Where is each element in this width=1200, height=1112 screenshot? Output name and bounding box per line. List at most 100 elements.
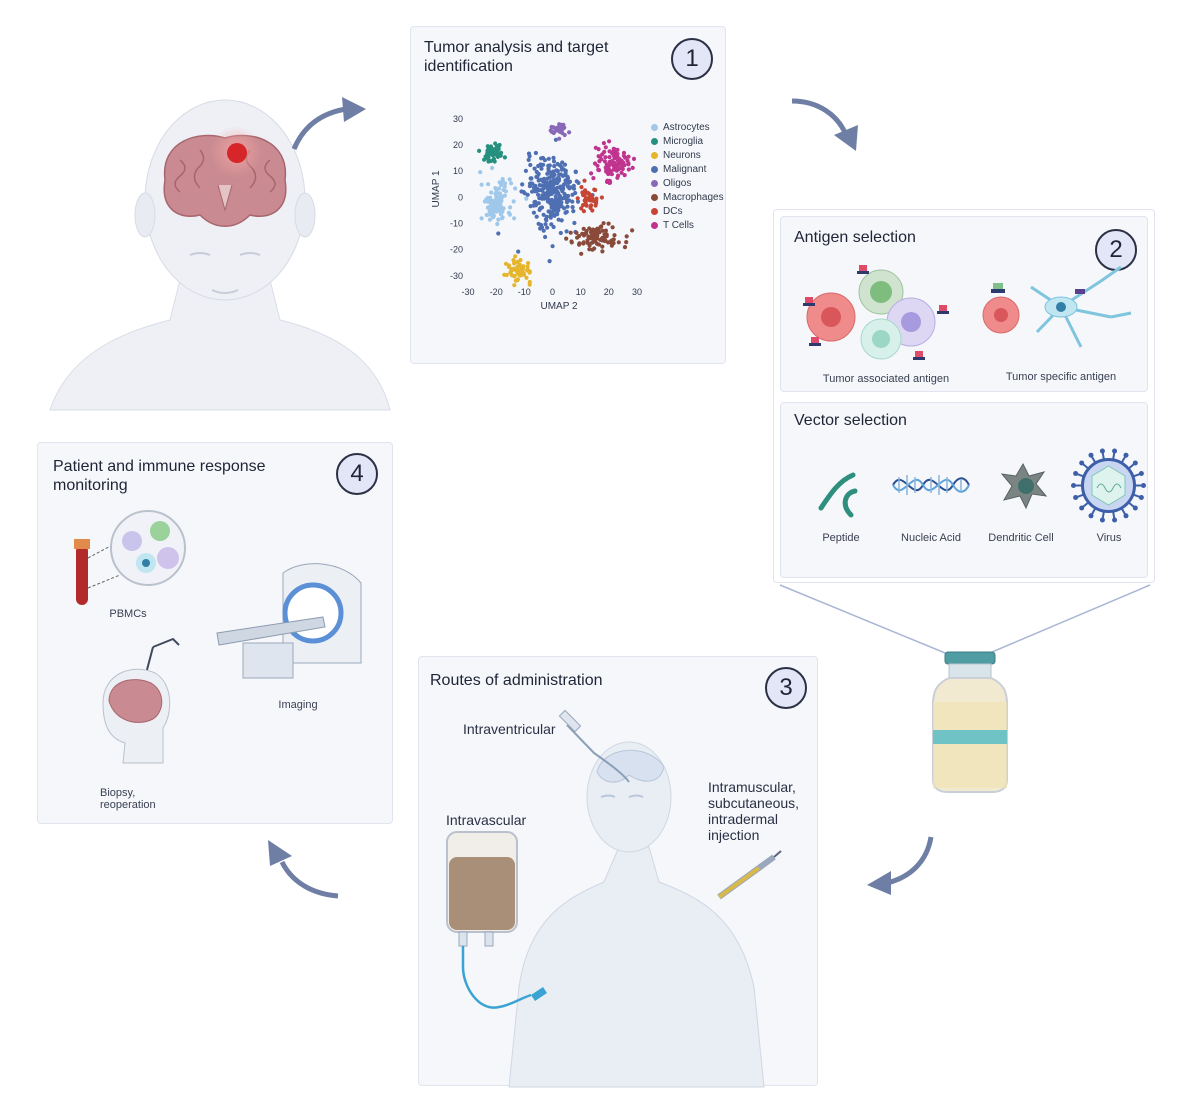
scatter-point [527, 269, 532, 274]
scatter-point [493, 186, 498, 191]
scatter-point [540, 188, 545, 193]
scatter-point [487, 212, 492, 217]
imaging-label: Imaging [278, 699, 318, 711]
scatter-point [484, 197, 489, 202]
scatter-point [581, 203, 586, 208]
scatter-point [577, 241, 582, 246]
scatter-point [624, 234, 629, 239]
injection-label: Intramuscular, subcutaneous, intradermal… [708, 779, 799, 843]
scatter-point [511, 258, 516, 263]
scatter-point [549, 124, 554, 130]
scatter-point [593, 145, 598, 150]
scatter-point [612, 147, 617, 152]
scatter-point [563, 210, 568, 215]
scatter-point [579, 251, 584, 256]
scatter-point [499, 198, 504, 203]
x-tick-label: -10 [518, 287, 531, 297]
injection-label-line: subcutaneous, [708, 795, 800, 811]
scatter-point [606, 240, 611, 245]
scatter-point [625, 158, 630, 163]
vector-selection-title: Vector selection [794, 412, 907, 429]
scatter-point [493, 191, 498, 197]
scatter-point [612, 156, 617, 161]
scatter-point [546, 168, 551, 173]
scatter-point [547, 259, 552, 264]
legend-label: Oligos [663, 178, 692, 189]
scatter-point [595, 227, 600, 232]
scatter-point [622, 245, 628, 250]
panel4-number-badge: 4 [336, 453, 378, 495]
scatter-point [494, 209, 499, 214]
mri-scanner-illustration [216, 563, 362, 679]
scatter-point [536, 221, 541, 226]
scatter-point [495, 154, 500, 159]
scatter-point [532, 166, 537, 171]
scatter-point [558, 230, 563, 236]
scatter-point [576, 180, 581, 185]
scatter-point [513, 266, 519, 271]
scatter-point [584, 229, 589, 234]
legend-swatch [651, 221, 658, 229]
scatter-point [547, 163, 552, 168]
scatter-point [491, 215, 496, 220]
scatter-point [517, 273, 522, 278]
scatter-point [539, 205, 545, 210]
scatter-point [570, 192, 575, 197]
scatter-point [512, 216, 517, 221]
scatter-point [488, 158, 494, 164]
dendritic-cell-icon [1000, 462, 1048, 510]
scatter-point [600, 249, 605, 254]
scatter-point [545, 196, 550, 201]
scatter-point [507, 212, 512, 217]
cycle-arrow-3 [867, 836, 934, 895]
scatter-point [565, 174, 570, 179]
scatter-point [546, 156, 551, 161]
tumor-specific-antigen-label: Tumor specific antigen [1005, 371, 1117, 383]
scatter-point [595, 233, 600, 239]
scatter-point [592, 246, 597, 251]
virus-label: Virus [1096, 532, 1122, 544]
scatter-point [549, 200, 554, 205]
biopsy-label: Biopsy, reoperation [100, 787, 180, 811]
scatter-point [601, 141, 606, 146]
scatter-point [607, 155, 612, 160]
panel-patient-monitoring: Patient and immune response monitoring 4… [37, 442, 393, 824]
legend-label: DCs [663, 206, 683, 217]
biopsy-label-line: Biopsy, [100, 787, 136, 799]
y-tick-label: 10 [453, 166, 463, 176]
scatter-point [572, 220, 577, 226]
legend-item: Macrophages [651, 192, 724, 203]
scatter-point [487, 217, 492, 222]
scatter-point [540, 194, 546, 199]
scatter-point [555, 179, 560, 184]
scatter-point [533, 183, 538, 188]
scatter-point [615, 158, 620, 163]
scatter-point [491, 156, 496, 161]
scatter-point [551, 155, 556, 160]
legend-swatch [651, 137, 658, 145]
scatter-point [502, 272, 507, 277]
scatter-point [616, 173, 621, 178]
legend-item: Astrocytes [651, 122, 710, 133]
scatter-point [477, 148, 482, 153]
y-tick-label: -10 [450, 219, 463, 229]
legend-swatch [651, 123, 658, 131]
y-tick-label: 20 [453, 140, 463, 150]
scatter-point [590, 231, 595, 236]
scatter-point [519, 189, 524, 194]
scatter-point [588, 236, 593, 241]
scatter-point [576, 234, 582, 239]
scatter-point [528, 162, 533, 168]
scatter-point [604, 179, 610, 184]
nucleic-acid-icon [892, 475, 970, 495]
scatter-point [581, 226, 586, 231]
x-axis-label: UMAP 2 [540, 301, 577, 312]
x-tick-label: -20 [490, 287, 503, 297]
virus-icon [1071, 448, 1146, 523]
scatter-point [507, 177, 512, 182]
scatter-point [552, 200, 557, 205]
scatter-point [485, 153, 490, 158]
x-tick-label: 30 [632, 287, 642, 297]
scatter-point [603, 228, 608, 233]
scatter-point [546, 187, 551, 192]
